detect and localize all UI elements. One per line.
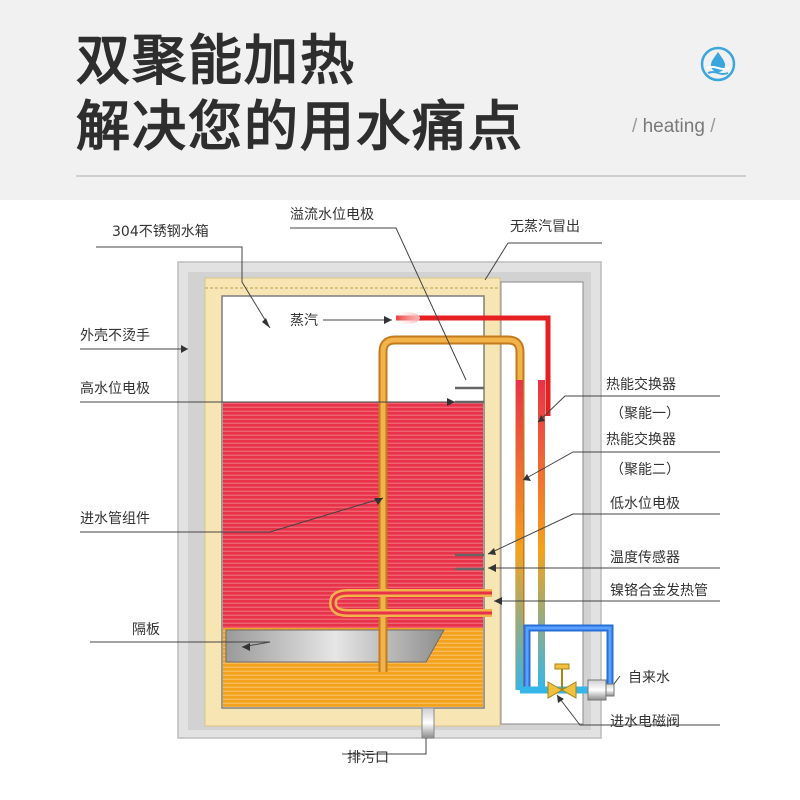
label-inlet-valve: 进水电磁阀 (610, 714, 680, 730)
label-tap-water: 自来水 (628, 670, 670, 686)
heat-exchanger-1-tube (516, 380, 523, 690)
label-heat-exchanger-1-note: （聚能一） (610, 406, 680, 422)
diagram-labels: 304不锈钢水箱 溢流水位电极 无蒸汽冒出 蒸汽 外壳不烫手 高水位电极 热能交… (80, 207, 708, 766)
tagline-slash-close: / (710, 116, 716, 137)
label-high-level-electrode: 高水位电极 (80, 380, 150, 397)
leader-lines (80, 227, 720, 755)
tagline: / heating / (632, 116, 715, 138)
label-drain: 排污口 (347, 750, 389, 766)
label-steam: 蒸汽 (290, 313, 318, 329)
steam-line (396, 315, 551, 416)
label-heating-tube: 镍铬合金发热管 (610, 583, 708, 599)
tagline-slash-open: / (632, 116, 638, 137)
steam-puff (392, 312, 420, 324)
heat-exchanger-2-tube (538, 380, 545, 690)
header-divider (76, 175, 746, 177)
title-line-2: 解决您的用水痛点 (76, 95, 524, 158)
label-tank: 304不锈钢水箱 (112, 224, 209, 240)
leader-arrowheads (181, 316, 564, 703)
baffle-plate (225, 629, 445, 663)
solenoid-valve (547, 663, 615, 701)
label-heat-exchanger-2: 热能交换器 (606, 431, 676, 448)
drain-outlet (421, 707, 435, 739)
tagline-text: heating (642, 116, 705, 137)
label-heat-exchanger-1: 热能交换器 (606, 376, 676, 393)
electrodes (455, 386, 484, 571)
header-banner: 双聚能加热 解决您的用水痛点 / heating / (0, 0, 800, 200)
label-inlet-pipe: 进水管组件 (80, 511, 150, 527)
water-drop-icon (700, 46, 736, 82)
label-temp-sensor: 温度传感器 (610, 549, 680, 566)
label-no-steam: 无蒸汽冒出 (510, 219, 580, 235)
label-overflow-electrode: 溢流水位电极 (290, 207, 374, 223)
label-baffle: 隔板 (132, 622, 160, 638)
heating-tube (328, 589, 492, 617)
label-low-level-electrode: 低水位电极 (610, 496, 680, 512)
label-heat-exchanger-2-note: （聚能二） (610, 462, 680, 478)
title-line-1: 双聚能加热 (76, 29, 356, 92)
label-shell: 外壳不烫手 (80, 327, 150, 344)
